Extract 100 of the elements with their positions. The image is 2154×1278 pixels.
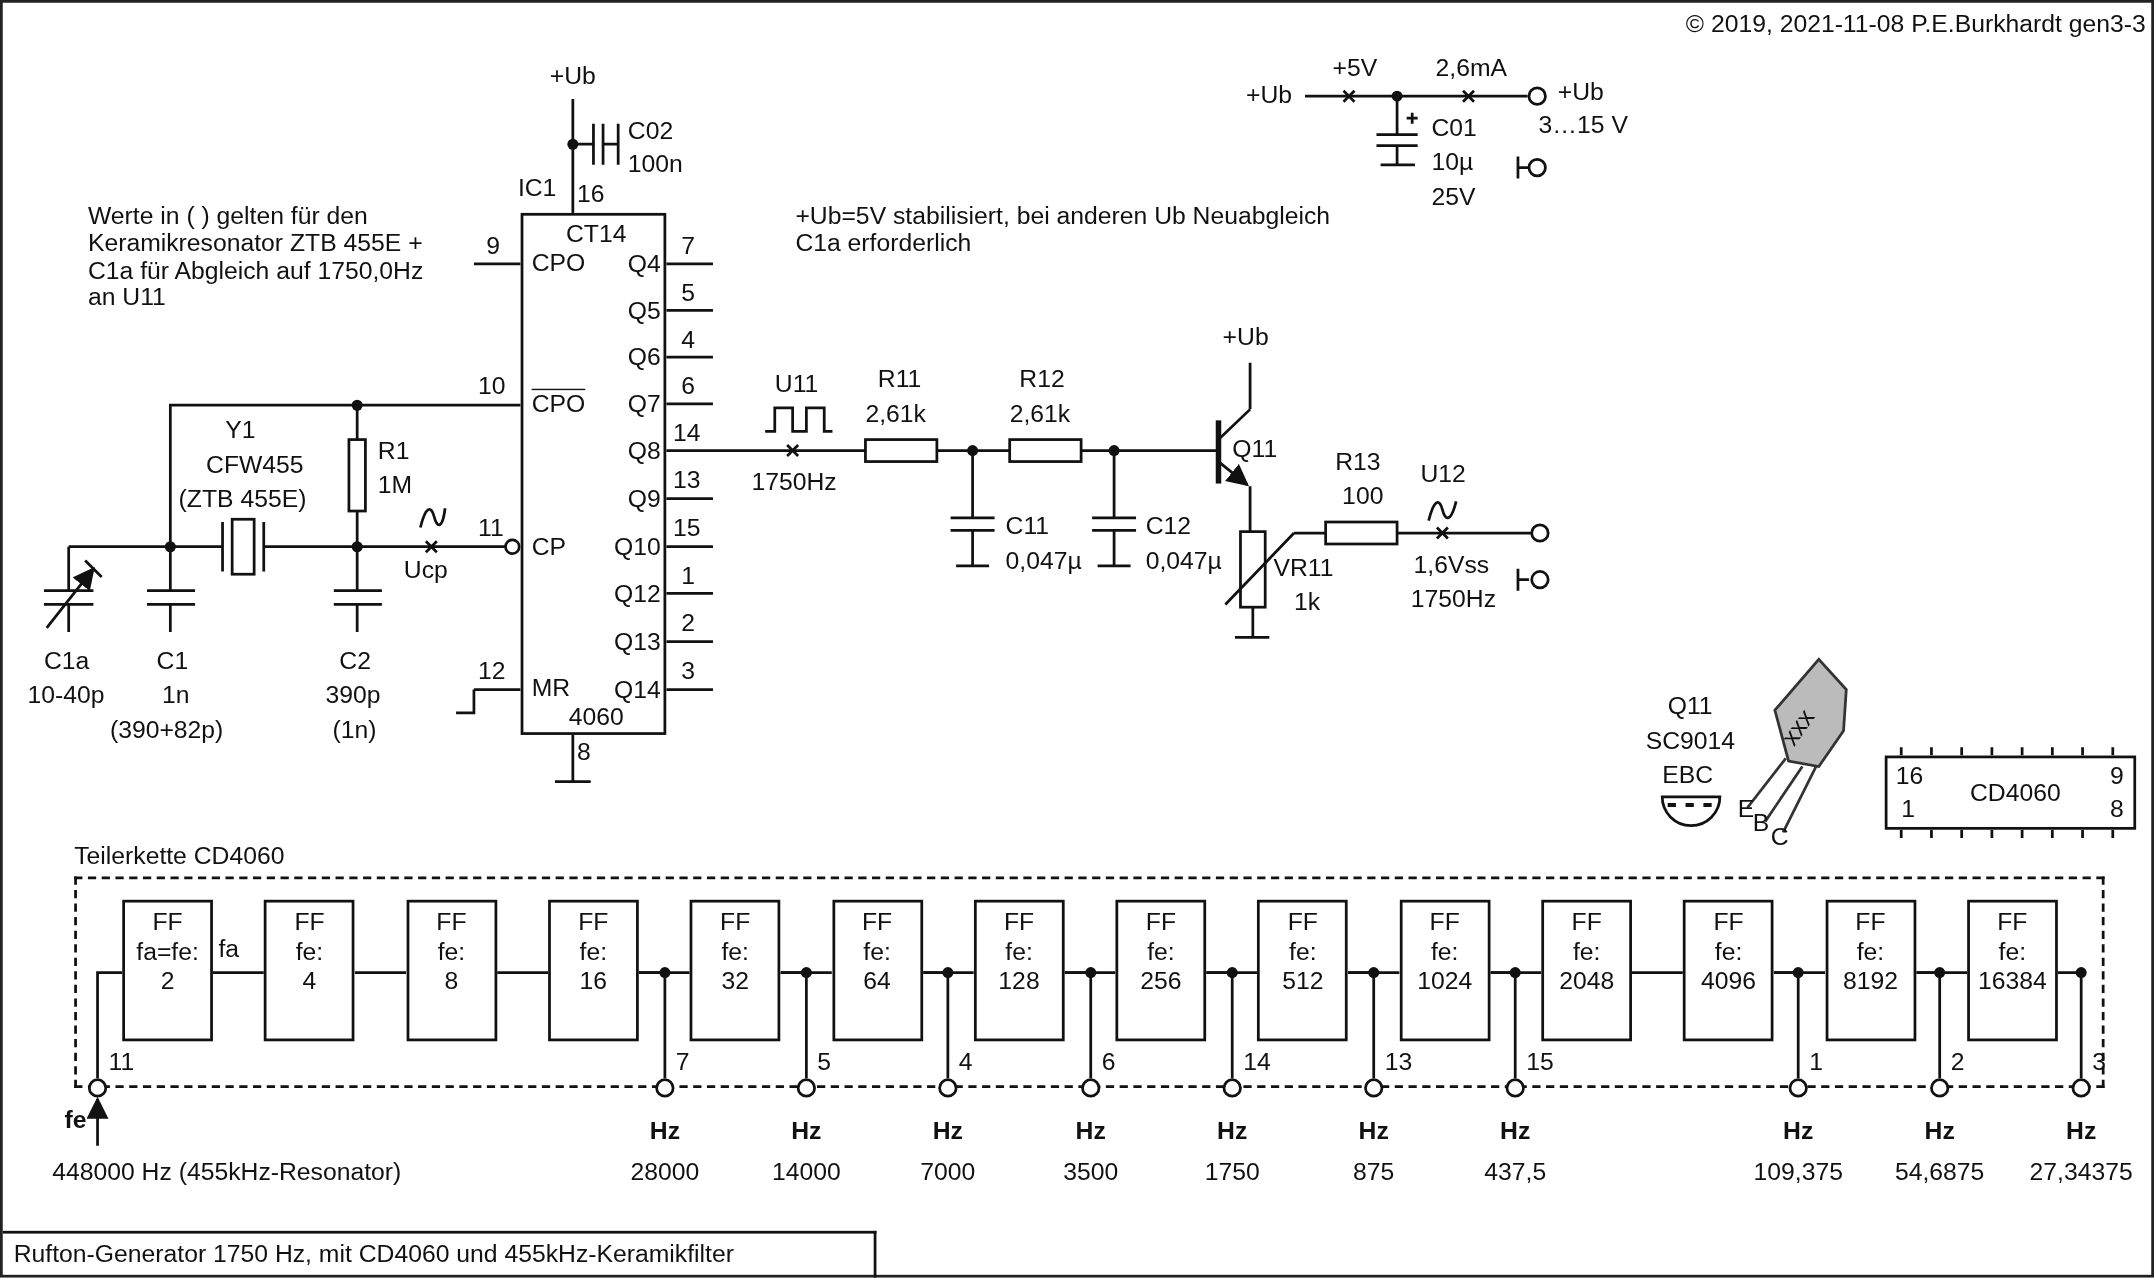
flip-flop-text: FF — [1428, 908, 1461, 938]
pin-number: 15 — [673, 515, 701, 543]
flip-flop-text: fe: 8192 — [1841, 937, 1899, 997]
flip-flop-text: fe: 1024 — [1416, 937, 1474, 997]
pin-name: Q7 — [627, 391, 661, 419]
part-number: CD4060 — [1969, 780, 2061, 808]
terminal-circle — [1081, 1078, 1101, 1098]
pin-number: 1 — [1901, 796, 1915, 824]
pin-name: Q14 — [614, 677, 661, 705]
pin-name: CT14 — [565, 221, 627, 249]
terminal-circle — [1222, 1078, 1242, 1098]
component-label: C — [1770, 824, 1789, 852]
pin-number: 6 — [681, 373, 696, 401]
frequency-value: 7000 — [920, 1159, 976, 1187]
flip-flop-box — [122, 899, 213, 1042]
flip-flop-text: fa=fe: 2 — [135, 937, 200, 997]
pin-name: Q6 — [627, 344, 661, 372]
pin-number: 6 — [1101, 1049, 1116, 1077]
flip-flop-box — [689, 899, 781, 1042]
component-label: 100n — [627, 151, 683, 179]
component-label: xxx — [1777, 704, 1821, 751]
flip-flop-text: fe: 2048 — [1558, 937, 1616, 997]
component-label: 0,047µ — [1005, 548, 1082, 576]
component-label: SC9014 — [1645, 728, 1736, 756]
pin-number: 4 — [958, 1049, 973, 1077]
connection-line — [96, 971, 123, 1079]
pin-number: 8 — [2110, 796, 2124, 824]
frequency-value: 54,6875 — [1895, 1159, 1985, 1187]
unit-label: Hz — [932, 1118, 963, 1146]
pin-name: Q5 — [627, 298, 661, 326]
flip-flop-text: FF — [1286, 908, 1319, 938]
pin-number: 15 — [1526, 1049, 1554, 1077]
pin-number: 5 — [817, 1049, 832, 1077]
flip-flop-text: fe: 32 — [720, 937, 750, 997]
pin-number: 7 — [675, 1049, 690, 1077]
signal-label: fe — [64, 1107, 87, 1135]
pin-number: 3 — [681, 658, 696, 686]
unit-label: Hz — [1924, 1118, 1955, 1146]
flip-flop-text: fe: 256 — [1139, 937, 1183, 997]
component-label: 1750Hz — [751, 469, 837, 497]
component-label: +Ub — [1557, 79, 1604, 107]
component-label: C2 — [339, 648, 371, 676]
flip-flop-text: fe: 8 — [436, 937, 467, 997]
flip-flop-text: fe: 4096 — [1700, 937, 1758, 997]
pin-number: 8 — [576, 739, 591, 767]
connection-line — [1632, 971, 1684, 974]
terminal-circle — [655, 1078, 675, 1098]
component-label: +Ub — [1245, 82, 1293, 110]
unit-label: Hz — [1075, 1118, 1106, 1146]
flip-flop-text: FF — [1996, 908, 2029, 938]
pin-name: Q9 — [627, 486, 661, 514]
component-label: U11 — [774, 370, 819, 399]
pin-name: Q4 — [627, 251, 661, 279]
frequency-value: 437,5 — [1484, 1159, 1547, 1187]
component-label: 2,61k — [865, 401, 926, 429]
component-label: C1 — [156, 648, 189, 676]
flip-flop-box — [1257, 899, 1349, 1042]
component-label: 390p — [325, 682, 381, 710]
flip-flop-text: fe: 128 — [997, 937, 1041, 997]
flip-flop-text: FF — [577, 908, 610, 938]
component-label: U12 — [1420, 461, 1466, 489]
note-text: +Ub=5V stabilisiert, bei anderen Ub Neuabgleich C1a erforderlich — [795, 203, 1332, 258]
frequency-value: 1750 — [1204, 1159, 1260, 1187]
terminal-circle — [796, 1078, 816, 1098]
flip-flop-text: FF — [1570, 908, 1603, 938]
pin-number: 2 — [681, 609, 696, 638]
component-label: +Ub — [549, 63, 596, 91]
frequency-value: 3500 — [1063, 1159, 1119, 1187]
connection-line — [1915, 971, 1942, 1079]
pin-name: CPO — [531, 250, 586, 278]
component-label: 10-40p — [27, 682, 105, 710]
flip-flop-text: fe: 16384 — [1976, 937, 2048, 997]
pin-name: Q13 — [614, 629, 661, 657]
edge-label: fa — [218, 936, 240, 965]
pin-number: 9 — [2110, 763, 2124, 791]
component-label: 3…15 V — [1538, 112, 1628, 140]
pin-number: 16 — [576, 181, 605, 209]
component-label: 10µ — [1431, 149, 1474, 177]
pin-number: 13 — [673, 467, 701, 495]
flip-flop-text: fe: 64 — [862, 937, 892, 997]
flip-flop-box — [1967, 899, 2058, 1042]
frequency-value: 27,34375 — [2029, 1159, 2133, 1187]
frequency-value: 109,375 — [1753, 1159, 1843, 1187]
component-label: 1n — [162, 682, 190, 710]
component-label: C11 — [1005, 513, 1050, 541]
unit-label: Hz — [1217, 1118, 1248, 1146]
pin-number: 13 — [1384, 1049, 1413, 1077]
component-label: Ucp — [403, 557, 448, 585]
flip-flop-text: fe: 4 — [294, 937, 325, 997]
connection-line — [496, 971, 548, 974]
pin-number: 16 — [1895, 763, 1924, 791]
frequency-label: 448000 Hz (455kHz-Resonator) — [52, 1159, 402, 1187]
flip-flop-box — [973, 899, 1065, 1042]
flip-flop-text: FF — [293, 908, 326, 938]
unit-label: Hz — [1783, 1118, 1814, 1146]
component-label: R13 — [1335, 449, 1381, 477]
unit-label: Hz — [1358, 1118, 1389, 1146]
component-label: (390+82p) — [109, 717, 224, 745]
pin-name: 4060 — [568, 704, 624, 732]
pin-number: 11 — [478, 515, 504, 543]
